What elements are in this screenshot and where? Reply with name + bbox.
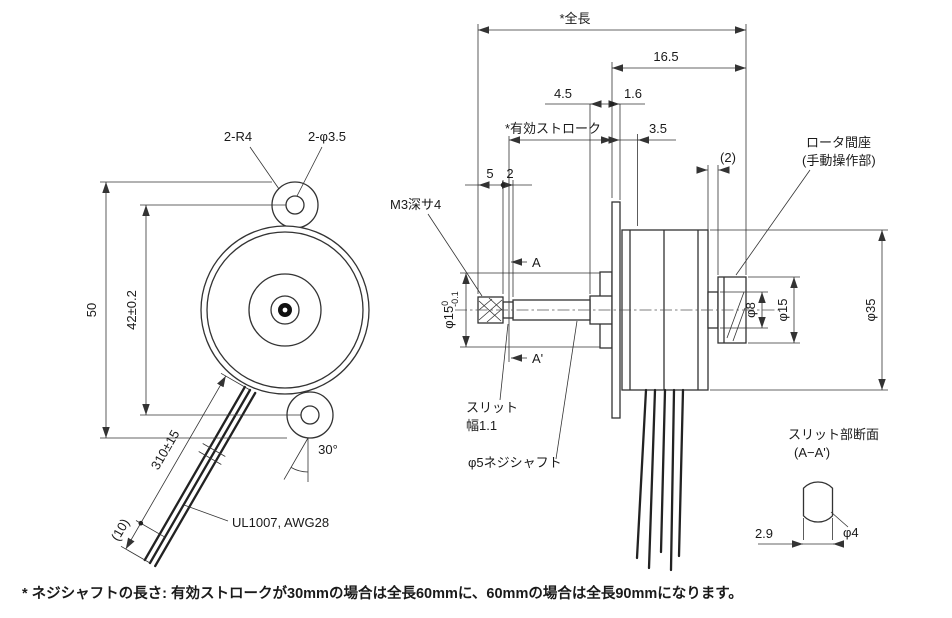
label-dia-4: φ4 [843,525,859,540]
angle-arc [290,467,309,473]
dim-across-flats: 2.9 [755,518,844,548]
pilot-tol-upper: 0 [440,301,450,306]
leader-screw-shaft [555,320,578,460]
dim-5-and-2: 5 2 [465,166,532,297]
dim-pilot-diameter-text: φ150-0.1 [440,291,460,328]
dim-16-5-text: 16.5 [653,49,678,64]
dim-effective-stroke-text: *有効ストローク [505,121,601,136]
dim-overall-length-text: *全長 [559,11,590,26]
angle-reference-slant [283,437,309,480]
label-tapped-hole: M3深サ4 [390,197,441,212]
dim-2-paren-text: (2) [720,150,736,165]
label-manual-knob: (手動操作部) [802,153,876,168]
dim-dia-15: φ15 [748,276,800,344]
dim-3-5-text: 3.5 [649,121,667,136]
dim-2-9-text: 2.9 [755,526,773,541]
label-slit: スリット [466,400,518,415]
leader-rotor-spacer [735,169,811,276]
leader-slit [499,323,509,401]
leader-ear-radius [249,146,280,190]
dim-pilot-diameter: φ150-0.1 [440,272,600,348]
dim-4-5-and-1-6: 4.5 1.6 [545,86,645,294]
section-subtitle: (A−A') [794,445,830,460]
dim-lead-length-text: 310±15 [148,427,183,472]
lead-wires-side [635,388,685,572]
dim-dia-35-text: φ35 [863,299,878,322]
dim-lead-tip-text: (10) [108,516,133,544]
dimension-junction-dot [500,182,506,188]
dim-dia-8: φ8 [720,291,768,329]
label-slit-width: 幅1.1 [466,418,497,433]
dim-dia-35: φ35 [710,229,888,391]
extension-line [120,545,151,564]
leader-lead-spec [183,504,229,522]
front-view: 310±15 (10) 50 42±0.2 2-R4 2-φ3.5 30° [84,129,370,568]
dim-2-spacer: (2) [696,150,736,290]
dim-1-6-text: 1.6 [624,86,642,101]
dim-overall-height: 50 [84,181,287,439]
dim-dia-8-text: φ8 [743,302,758,318]
dim-50-text: 50 [84,303,99,317]
leader-dia-4 [830,511,849,528]
dim-16-5: 16.5 [611,49,746,198]
label-lead-spec: UL1007, AWG28 [232,515,329,530]
motor-body-circle [206,231,364,389]
leader-mounting-holes [296,146,323,197]
dim-2-text: 2 [506,166,513,181]
lead-wires-front [143,385,257,568]
knob-knurl [726,291,746,342]
section-a2-text: A' [532,351,543,366]
dim-overall-length: *全長 [477,11,747,294]
section-a-text: A [532,255,541,270]
dim-lead-angle: 30° [283,437,338,482]
pilot-tol-lower: -0.1 [450,291,460,307]
label-rotor-spacer: ロータ間座 [806,135,871,150]
mounting-hole-bottom [300,405,320,425]
dim-4-5-text: 4.5 [554,86,572,101]
dim-dia-15-text: φ15 [775,299,790,322]
side-view: A A' *全長 16.5 4.5 1.6 [390,11,888,572]
dim-3-5: 3.5 [608,121,676,226]
label-ear-radius: 2-R4 [224,129,252,144]
label-mounting-holes: 2-φ3.5 [308,129,346,144]
label-screw-shaft: φ5ネジシャフト [468,455,562,470]
bottom-note: * ネジシャフトの長さ: 有効ストロークが30mmの場合は全長60mmに、60m… [22,584,743,602]
leader-tapped-hole [427,213,483,297]
dim-5-text: 5 [486,166,493,181]
dimension-junction-dot [138,520,144,526]
slit-cross-section [802,481,834,523]
dim-30deg-text: 30° [318,442,338,457]
section-view: スリット部断面 (A−A') 2.9 φ4 [755,427,879,548]
dimension-junction-dot [609,101,615,107]
mounting-hole-top [285,195,305,215]
dim-hole-pitch: 42±0.2 [124,204,301,416]
section-title: スリット部断面 [788,427,879,442]
dimension-line [125,375,227,550]
dim-lead-length: 310±15 (10) [108,372,251,564]
lead-wire [154,391,257,568]
dim-42-text: 42±0.2 [124,290,139,330]
shaft-center-hole [282,307,288,313]
dim-effective-stroke: *有効ストローク [505,121,612,258]
section-line-aa: A A' [508,255,543,366]
pilot-dia-value: φ15 [441,306,456,329]
